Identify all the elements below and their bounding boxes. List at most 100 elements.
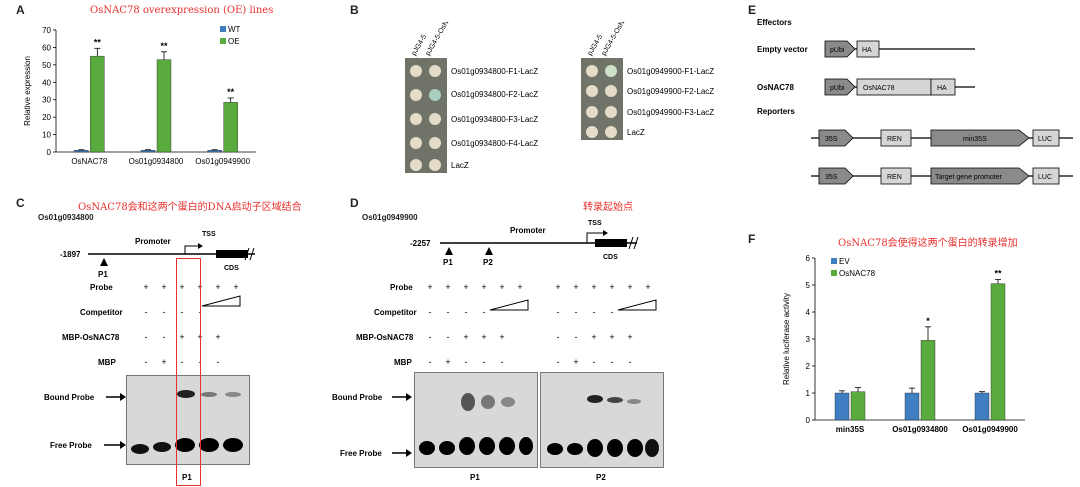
yeast-right-row-2: Os01g0949900-F2-LacZ <box>627 87 714 96</box>
y-tick-label: 70 <box>42 26 51 35</box>
luc-label-1: LUC <box>1038 136 1052 143</box>
emsa-sign: - <box>429 332 432 342</box>
colony <box>586 126 598 138</box>
panel-c-note: OsNAC78会和这两个蛋白的DNA启动子区域结合 <box>78 202 302 213</box>
cds-label-d: CDS <box>603 254 618 261</box>
significance-mark: ** <box>160 41 168 51</box>
ha-box-2 <box>930 78 956 96</box>
competitor-gradient-d2 <box>617 299 657 311</box>
free-probe-label-d: Free Probe <box>340 449 382 458</box>
emsa-sign: + <box>445 282 450 292</box>
emsa-sign: - <box>483 357 486 367</box>
emsa-table-d: Probe Competitor MBP-OsNAC78 MBP +++++++… <box>332 282 657 482</box>
panel-label-b: B <box>350 3 359 17</box>
bar-oe-0 <box>90 55 105 153</box>
emsa-sign: - <box>429 357 432 367</box>
bar-wt-1 <box>140 150 156 153</box>
luc-box-1 <box>1032 129 1060 147</box>
gel-band <box>131 444 149 454</box>
colony <box>605 106 617 118</box>
tss-label-d: TSS <box>588 220 602 227</box>
significance-mark: * <box>926 316 930 326</box>
p2-marker-d <box>485 247 493 255</box>
gel-band <box>501 397 515 407</box>
emsa-sign: + <box>499 282 504 292</box>
colony <box>586 106 598 118</box>
emsa-gel-d-p1 <box>414 372 538 468</box>
row-mbp-c: MBP <box>98 358 116 367</box>
legend-swatch-wt <box>220 26 226 32</box>
panel-label-e: E <box>748 3 757 17</box>
colony <box>410 113 422 125</box>
panel-label-d: D <box>350 196 359 210</box>
lane-label-d-p2: P2 <box>596 473 606 482</box>
bound-probe-label-c: Bound Probe <box>44 393 95 402</box>
gel-band <box>479 437 495 455</box>
colony <box>429 89 441 101</box>
highlight-box-c <box>176 258 201 486</box>
colony <box>586 65 598 77</box>
pubi-label-1: pUbi <box>830 47 845 54</box>
y-tick-label: 30 <box>42 96 51 105</box>
colony <box>429 113 441 125</box>
tss-label-c: TSS <box>202 231 216 238</box>
significance-mark: ** <box>227 87 235 97</box>
emsa-sign: + <box>517 282 522 292</box>
bar-osnac78-1 <box>920 340 936 421</box>
yeast-left-row-5: LacZ <box>451 161 469 170</box>
gel-band <box>627 439 643 457</box>
emsa-sign: + <box>481 282 486 292</box>
ren-label-1: REN <box>887 136 902 143</box>
lane-label-c: P1 <box>182 473 192 482</box>
emsa-sign: + <box>645 282 650 292</box>
emsa-sign: - <box>575 307 578 317</box>
emsa-sign: + <box>499 332 504 342</box>
pubi-promoter-arrow-2 <box>824 78 856 96</box>
35s-label-2: 35S <box>825 174 838 181</box>
colony <box>410 137 422 149</box>
cds-box-d <box>595 239 627 247</box>
luc-label-2: LUC <box>1038 174 1052 181</box>
gel-band <box>567 443 583 455</box>
legend-label-oe: OE <box>228 37 240 46</box>
panel-a-note: OsNAC78 overexpression (OE) lines <box>90 5 274 16</box>
emsa-sign: - <box>557 332 560 342</box>
p1-marker-d <box>445 247 453 255</box>
gel-band <box>439 441 455 455</box>
emsa-sign: + <box>463 282 468 292</box>
gel-band <box>419 441 435 455</box>
colony <box>429 137 441 149</box>
colony <box>410 159 422 171</box>
min35s-arrow <box>930 129 1030 147</box>
bar-oe-2 <box>223 102 238 153</box>
emsa-sign: - <box>447 307 450 317</box>
ha-box-1 <box>856 40 880 58</box>
emsa-sign: + <box>591 332 596 342</box>
gel-band <box>627 399 641 404</box>
gel-band <box>175 438 195 452</box>
y-tick-label: 60 <box>42 43 51 52</box>
bar-ev-1 <box>904 392 920 421</box>
bar-oe-1 <box>156 59 172 153</box>
gene-name-c: Os01g0934800 <box>38 213 94 222</box>
y-tick-label: 4 <box>806 308 811 317</box>
panel-f-note: OsNAC78会使得这两个蛋白的转录增加 <box>838 238 1018 249</box>
emsa-sign: - <box>557 357 560 367</box>
legend-swatch-osnac78 <box>831 270 837 276</box>
gel-band <box>199 438 219 452</box>
gel-band <box>153 442 171 452</box>
emsa-sign: + <box>427 282 432 292</box>
colony <box>410 65 422 77</box>
gel-band <box>587 439 603 457</box>
y-tick-label: 6 <box>806 254 811 263</box>
significance-mark: ** <box>994 269 1002 279</box>
target-promoter-arrow <box>930 167 1030 185</box>
emsa-sign: + <box>143 282 148 292</box>
yeast-right-row-1: Os01g0949900-F1-LacZ <box>627 67 714 76</box>
colony <box>429 159 441 171</box>
ren-box-1 <box>880 129 912 147</box>
emsa-sign: - <box>163 332 166 342</box>
emsa-sign: - <box>181 357 184 367</box>
gel-band <box>607 397 623 403</box>
